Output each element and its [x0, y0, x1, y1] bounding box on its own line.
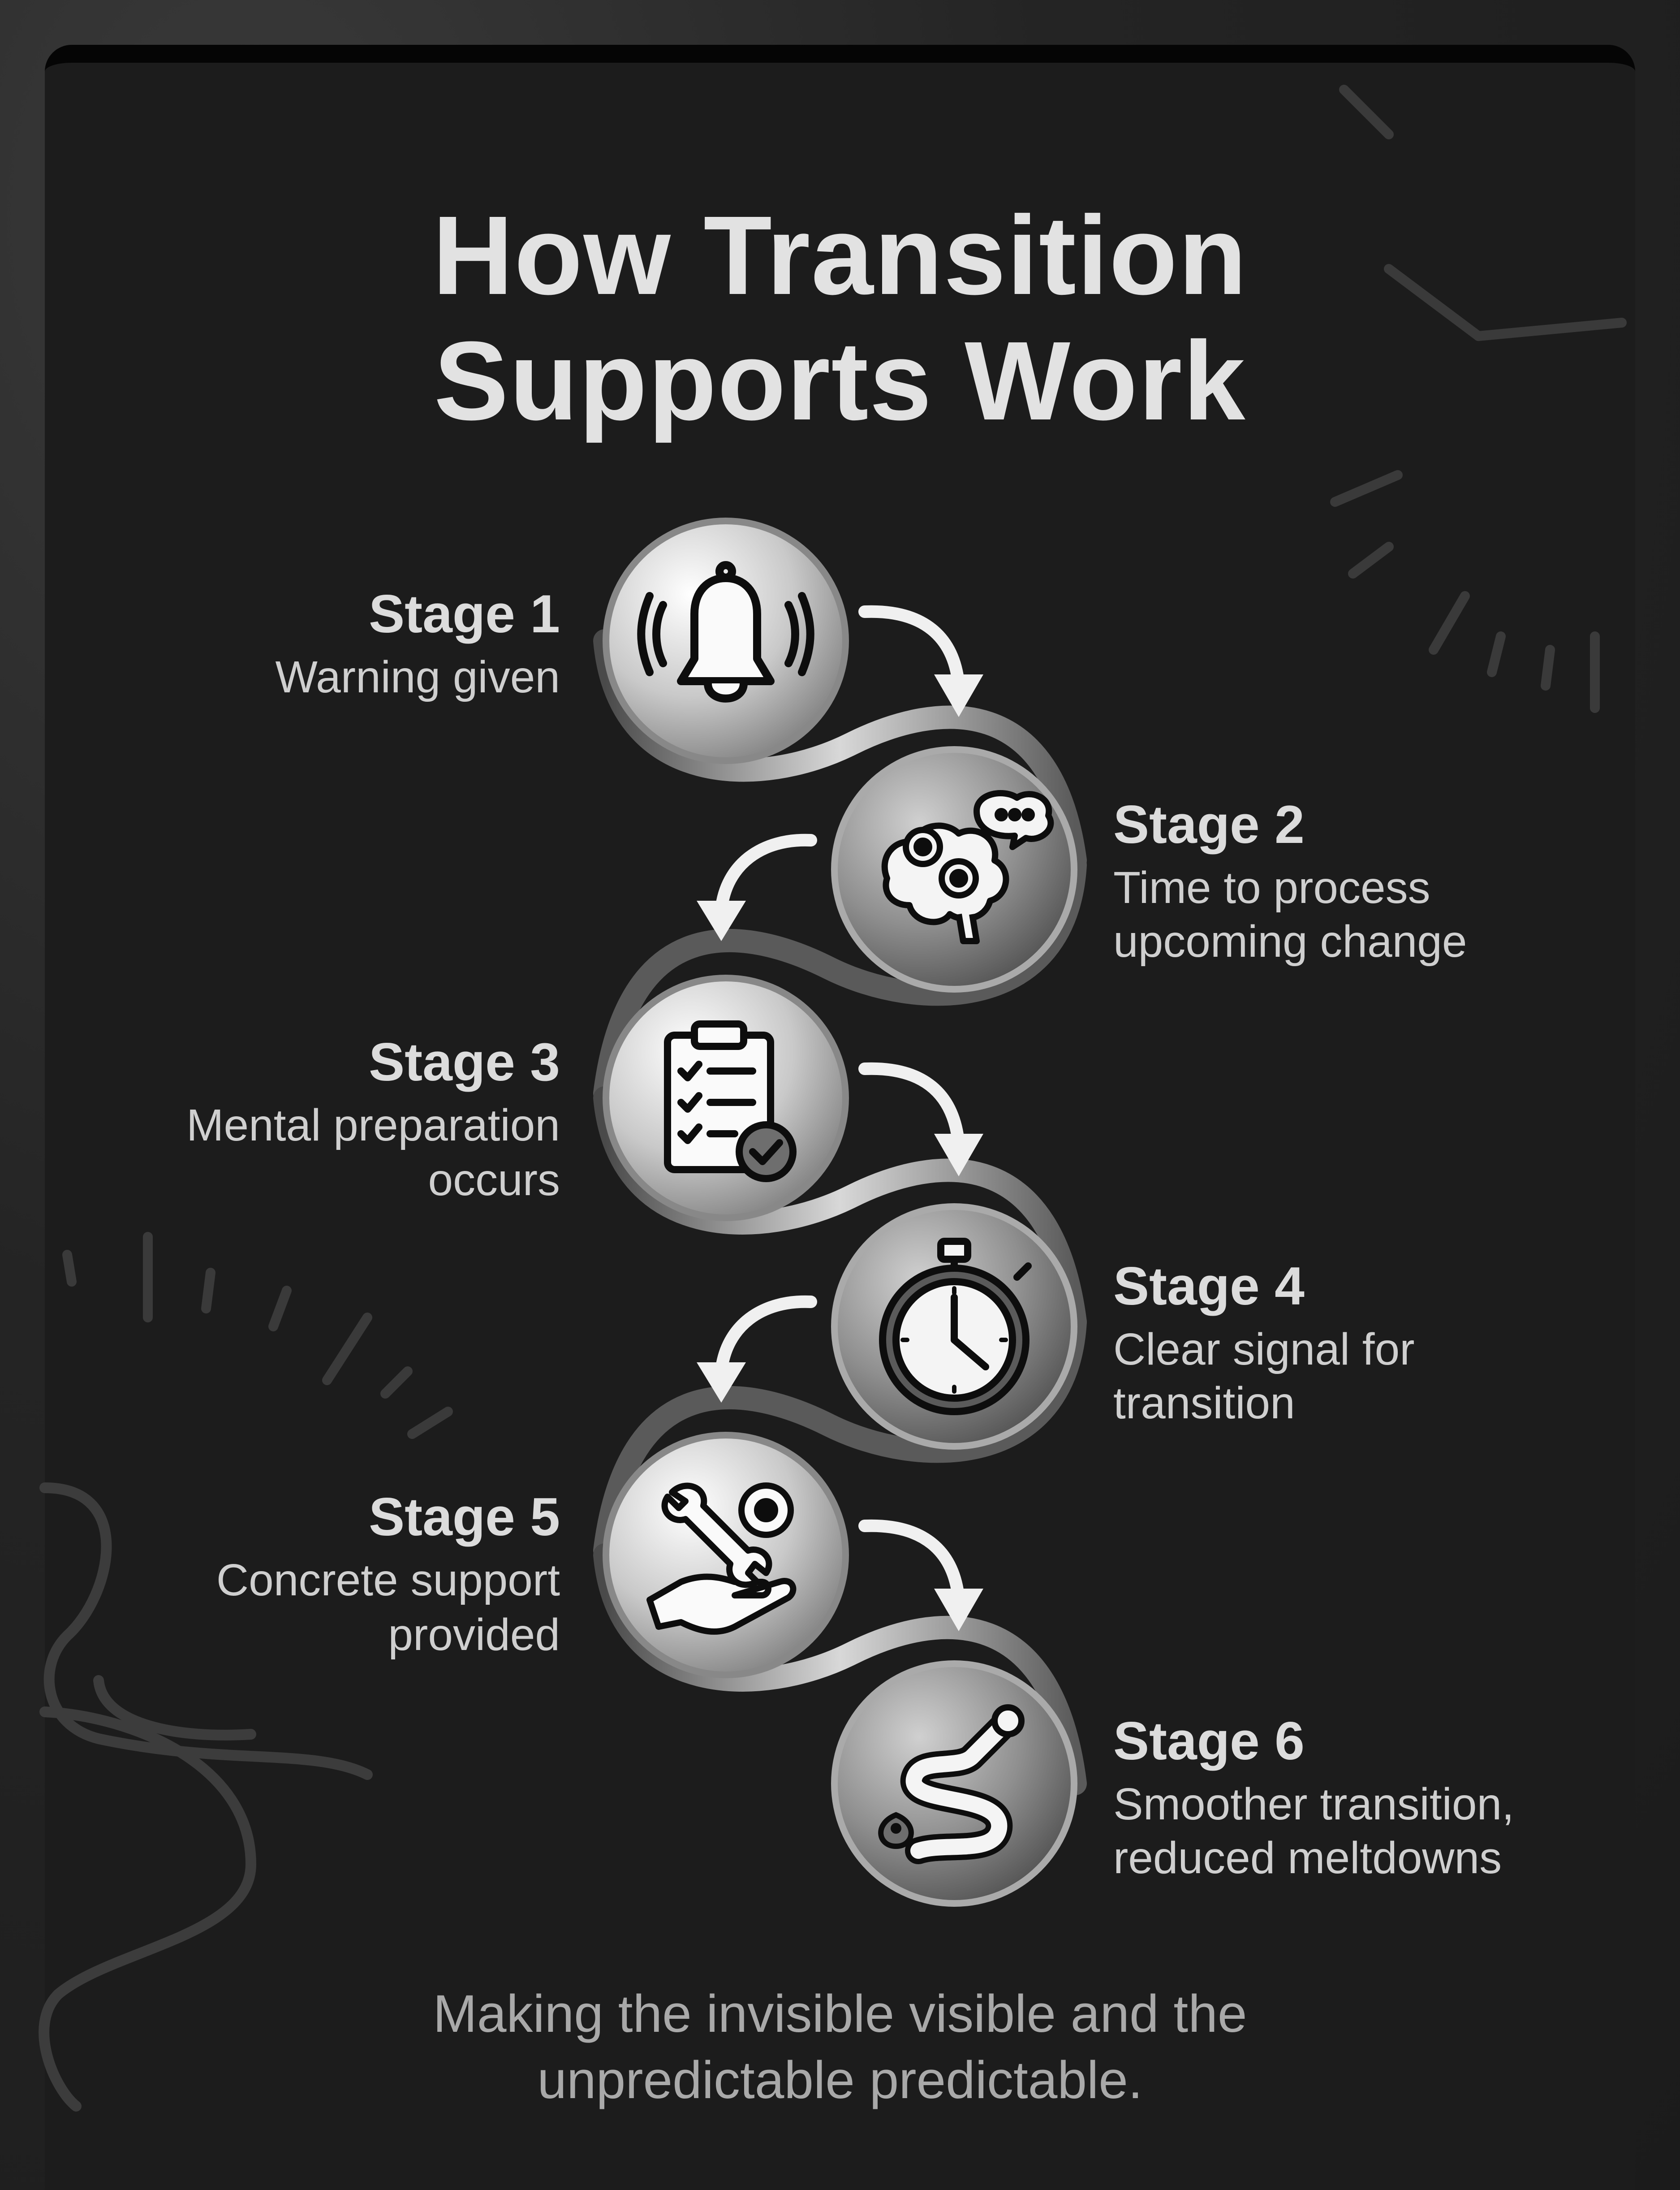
stage-2-medallion	[831, 746, 1077, 993]
page-title-line2: Supports Work	[434, 318, 1246, 443]
stage-3-medallion	[603, 975, 849, 1221]
footer-tagline-line2: unpredictable predictable.	[537, 2051, 1143, 2110]
arrow-heads	[697, 674, 983, 1631]
stage-6-title: Stage 6	[1113, 1711, 1305, 1771]
stage-4-medallion	[831, 1203, 1077, 1450]
stage-1-desc: Warning given	[275, 652, 560, 702]
stage-5-desc-line2: provided	[388, 1610, 560, 1660]
stage-6-desc-line2: reduced meltdowns	[1113, 1833, 1502, 1883]
stage-2-title: Stage 2	[1113, 795, 1305, 855]
stopwatch-icon	[879, 1238, 1032, 1415]
page-title-line1: How Transition	[432, 193, 1248, 318]
stage-1-title: Stage 1	[369, 584, 560, 644]
clipboard-checklist-icon	[664, 1020, 797, 1182]
stage-4-desc-line1: Clear signal for	[1113, 1324, 1415, 1374]
clock-decoration-top	[1330, 85, 1627, 713]
stage-5-medallion	[603, 1432, 849, 1678]
winding-path-icon	[878, 1704, 1025, 1864]
footer-tagline-line1: Making the invisible visible and the	[433, 1984, 1247, 2043]
stage-2-desc-line1: Time to process	[1113, 863, 1430, 913]
hand-tools-icon	[646, 1482, 797, 1635]
stage-2-desc-line2: upcoming change	[1113, 916, 1467, 967]
stage-4-desc-line2: transition	[1113, 1378, 1295, 1428]
stage-3-desc-line2: occurs	[428, 1155, 560, 1205]
bell-icon	[637, 561, 814, 703]
brain-gears-icon	[881, 790, 1054, 944]
stage-5-desc-line1: Concrete support	[216, 1555, 560, 1605]
stage-5-title: Stage 5	[369, 1487, 560, 1547]
stage-6-medallion	[831, 1660, 1077, 1907]
stage-1-medallion	[603, 518, 849, 764]
stage-3-desc-line1: Mental preparation	[186, 1100, 560, 1150]
path-decoration-left	[39, 1482, 373, 2112]
stage-3-title: Stage 3	[369, 1032, 560, 1092]
stage-4-title: Stage 4	[1113, 1256, 1305, 1316]
stage-6-desc-line1: Smoother transition,	[1113, 1779, 1514, 1829]
clock-decoration-left	[62, 1232, 453, 1439]
flow-arrows	[715, 605, 965, 1606]
